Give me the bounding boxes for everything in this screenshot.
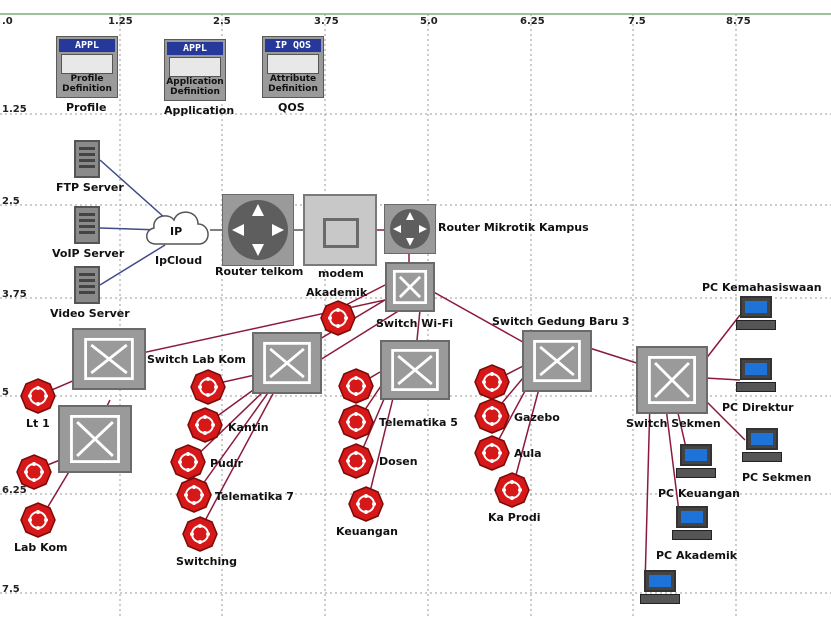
switch-wifi-label: Switch Wi-Fi bbox=[376, 317, 454, 330]
pc-keuangan-node[interactable] bbox=[676, 444, 716, 482]
switching-hub-label: Switching bbox=[176, 555, 237, 568]
pc-akademik-label: PC Akademik bbox=[656, 549, 738, 562]
modem-label: modem bbox=[318, 267, 364, 280]
voip-server-label: VoIP Server bbox=[52, 247, 125, 260]
pc-akademik-node[interactable] bbox=[672, 506, 712, 544]
switch-icon bbox=[263, 341, 311, 385]
voip-server-node[interactable] bbox=[74, 206, 100, 244]
router-mikrotik-label: Router Mikrotik Kampus bbox=[438, 221, 589, 234]
profile-definition-node[interactable]: APPL Profile Definition bbox=[56, 36, 118, 98]
modem-node[interactable] bbox=[303, 194, 377, 266]
ruler-x-tick: 7.5 bbox=[628, 16, 646, 27]
ruler-x-tick: 8.75 bbox=[726, 16, 751, 27]
ruler-y-tick: 2.5 bbox=[2, 196, 20, 207]
ftp-server-label: FTP Server bbox=[56, 181, 124, 194]
qos-attribute-node[interactable]: IP QOS Attribute Definition bbox=[262, 36, 324, 98]
profile-definition-text: Profile Definition bbox=[62, 74, 112, 94]
application-definition-header: APPL bbox=[167, 42, 223, 55]
telematika5-hub-label: Telematika 5 bbox=[379, 416, 458, 429]
ruler-x-tick: 2.5 bbox=[213, 16, 231, 27]
application-definition-text: Application Definition bbox=[166, 77, 224, 97]
application-definition-node[interactable]: APPL Application Definition bbox=[164, 39, 226, 101]
switch-icon bbox=[648, 356, 696, 404]
telematika7-hub-label: Telematika 7 bbox=[215, 490, 294, 503]
switch-telematika-node[interactable] bbox=[380, 340, 450, 400]
ip-cloud-text: IP bbox=[170, 225, 183, 238]
switch-lt1-node[interactable] bbox=[58, 405, 132, 473]
pc-sekmen-label: PC Sekmen bbox=[742, 471, 812, 484]
ruler-x-tick: 3.75 bbox=[314, 16, 339, 27]
ruler-x-tick: .0 bbox=[2, 16, 13, 27]
ip-cloud-label: IpCloud bbox=[155, 254, 203, 267]
dosen-hub-label: Dosen bbox=[379, 455, 418, 468]
kaprodi-hub-label: Ka Prodi bbox=[488, 511, 541, 524]
labkom-hub-label: Lab Kom bbox=[14, 541, 68, 554]
application-label: Application bbox=[164, 104, 235, 117]
ruler-x-tick: 5.0 bbox=[420, 16, 438, 27]
pc-sekmen-node[interactable] bbox=[742, 428, 782, 466]
pc-kemahasiswaan-label: PC Kemahasiswaan bbox=[702, 281, 822, 294]
keuangan-hub-label: Keuangan bbox=[336, 525, 399, 538]
switch-kantin-node[interactable] bbox=[252, 332, 322, 394]
ruler-y-tick: 1.25 bbox=[2, 104, 27, 115]
switch-wifi-node[interactable] bbox=[385, 262, 435, 312]
pc-direktur-node[interactable] bbox=[736, 358, 776, 396]
ruler-x-tick: 6.25 bbox=[520, 16, 545, 27]
router-mikrotik-node[interactable] bbox=[384, 204, 436, 254]
video-server-label: Video Server bbox=[50, 307, 130, 320]
ftp-server-node[interactable] bbox=[74, 140, 100, 178]
pc-keuangan-label: PC Keuangan bbox=[658, 487, 740, 500]
pc-kemahasiswaan-node[interactable] bbox=[736, 296, 776, 334]
profile-label: Profile bbox=[66, 101, 107, 114]
router-telkom-label: Router telkom bbox=[215, 265, 304, 278]
switch-icon bbox=[392, 269, 428, 305]
lt1-hub-label: Lt 1 bbox=[26, 417, 50, 430]
switch-icon bbox=[391, 349, 439, 391]
ip-cloud-node[interactable] bbox=[142, 202, 214, 254]
qos-label: QOS bbox=[278, 101, 305, 114]
ruler-y-tick: 3.75 bbox=[2, 289, 27, 300]
akademik-hub-label: Akademik bbox=[306, 286, 368, 299]
profile-definition-header: APPL bbox=[59, 39, 115, 52]
switch-gedung-baru-node[interactable] bbox=[522, 330, 592, 392]
router-telkom-node[interactable] bbox=[222, 194, 294, 266]
application-definition-icon bbox=[169, 57, 221, 77]
pudir-hub-label: Pudir bbox=[210, 457, 243, 470]
qos-attribute-header: IP QOS bbox=[265, 39, 321, 52]
qos-attribute-text: Attribute Definition bbox=[268, 74, 318, 94]
gazebo-hub-label: Gazebo bbox=[514, 411, 560, 424]
switch-gedung-baru-label: Switch Gedung Baru 3 bbox=[492, 315, 630, 328]
switch-sekmen-node[interactable] bbox=[636, 346, 708, 414]
ruler-y-tick: 7.5 bbox=[2, 584, 20, 595]
video-server-node[interactable] bbox=[74, 266, 100, 304]
modem-icon bbox=[323, 218, 359, 248]
switch-sekmen-label: Switch Sekmen bbox=[626, 417, 721, 430]
switch-labkom-node[interactable] bbox=[72, 328, 146, 390]
profile-definition-icon bbox=[61, 54, 113, 74]
switch-icon bbox=[533, 339, 581, 383]
ruler-x-tick: 1.25 bbox=[108, 16, 133, 27]
ruler-y-tick: 5 bbox=[2, 387, 9, 398]
switch-icon bbox=[84, 337, 134, 381]
aula-hub-label: Aula bbox=[514, 447, 542, 460]
switch-labkom-label: Switch Lab Kom bbox=[147, 353, 246, 366]
ruler-y-tick: 6.25 bbox=[2, 485, 27, 496]
kantin-hub-label: Kantin bbox=[228, 421, 269, 434]
switch-icon bbox=[70, 415, 120, 463]
pc-direktur-label: PC Direktur bbox=[722, 401, 794, 414]
qos-attribute-icon bbox=[267, 54, 319, 74]
pc-bottom-node[interactable] bbox=[640, 570, 680, 608]
